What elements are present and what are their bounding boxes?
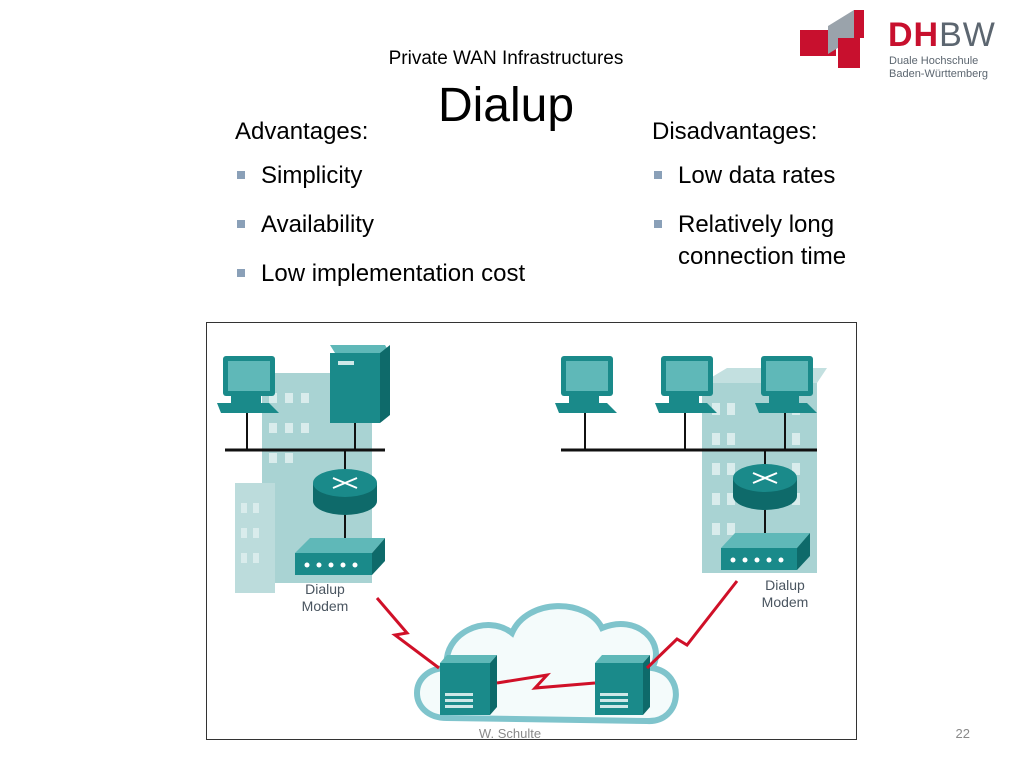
dialup-network-diagram: Dialup Modem Dialup Modem xyxy=(206,322,857,740)
right-pc-icon xyxy=(555,356,617,413)
wan-switch-icon xyxy=(595,655,650,715)
bullet-square-icon xyxy=(237,220,245,228)
advantages-heading: Advantages: xyxy=(235,118,369,145)
list-item: Relatively long connection time xyxy=(652,209,952,273)
right-router-icon xyxy=(733,464,797,510)
bullet-square-icon xyxy=(237,269,245,277)
disadvantages-column: Disadvantages: Low data rates Relatively… xyxy=(652,118,952,290)
advantages-column: Advantages: Simplicity Availability Low … xyxy=(235,118,605,307)
logo-subtitle-line1: Duale Hochschule xyxy=(889,55,979,67)
dhbw-logo-text: DHBW xyxy=(888,16,996,55)
bullet-square-icon xyxy=(654,171,662,179)
dhbw-logo xyxy=(798,8,1008,84)
disadvantages-heading: Disadvantages: xyxy=(652,118,818,145)
page-number: 22 xyxy=(955,726,970,741)
left-router-icon xyxy=(313,469,377,515)
right-dialup-modem-icon xyxy=(721,533,810,570)
left-modem-label: Dialup Modem xyxy=(301,581,349,614)
footer-author: W. Schulte xyxy=(478,726,542,741)
bullet-square-icon xyxy=(237,171,245,179)
wan-switch-icon xyxy=(440,655,497,715)
logo-primary: DH xyxy=(888,16,940,54)
right-modem-label: Dialup Modem xyxy=(761,577,809,610)
list-item: Availability xyxy=(235,209,605,241)
list-item-text: Low implementation cost xyxy=(261,260,526,287)
logo-subtitle: Duale Hochschule Baden-Württemberg xyxy=(889,55,988,81)
logo-subtitle-line2: Baden-Württemberg xyxy=(889,68,989,80)
wan-serial-link xyxy=(496,672,596,690)
right-pc-icon xyxy=(655,356,717,413)
left-dialup-modem-icon xyxy=(295,538,385,575)
list-item: Low implementation cost xyxy=(235,258,605,290)
slide-title: Dialup xyxy=(437,79,575,132)
list-item-text: Simplicity xyxy=(261,162,363,189)
list-item: Simplicity xyxy=(235,160,605,192)
left-pc-icon xyxy=(217,356,279,413)
slide-subtitle: Private WAN Infrastructures xyxy=(388,48,624,69)
dhbw-logo-mark-icon xyxy=(800,10,864,68)
disadvantages-list: Low data rates Relatively long connectio… xyxy=(652,160,952,273)
bullet-square-icon xyxy=(654,220,662,228)
list-item-text: Relatively long connection time xyxy=(678,211,847,270)
left-serial-link xyxy=(375,597,440,670)
list-item-text: Availability xyxy=(261,211,374,238)
list-item-text: Low data rates xyxy=(678,162,836,189)
advantages-list: Simplicity Availability Low implementati… xyxy=(235,160,605,290)
left-server-icon xyxy=(330,345,390,423)
diagram-canvas xyxy=(217,345,827,725)
list-item: Low data rates xyxy=(652,160,952,192)
right-pc-icon xyxy=(755,356,817,413)
logo-secondary: BW xyxy=(939,16,996,54)
right-serial-link xyxy=(645,580,739,670)
